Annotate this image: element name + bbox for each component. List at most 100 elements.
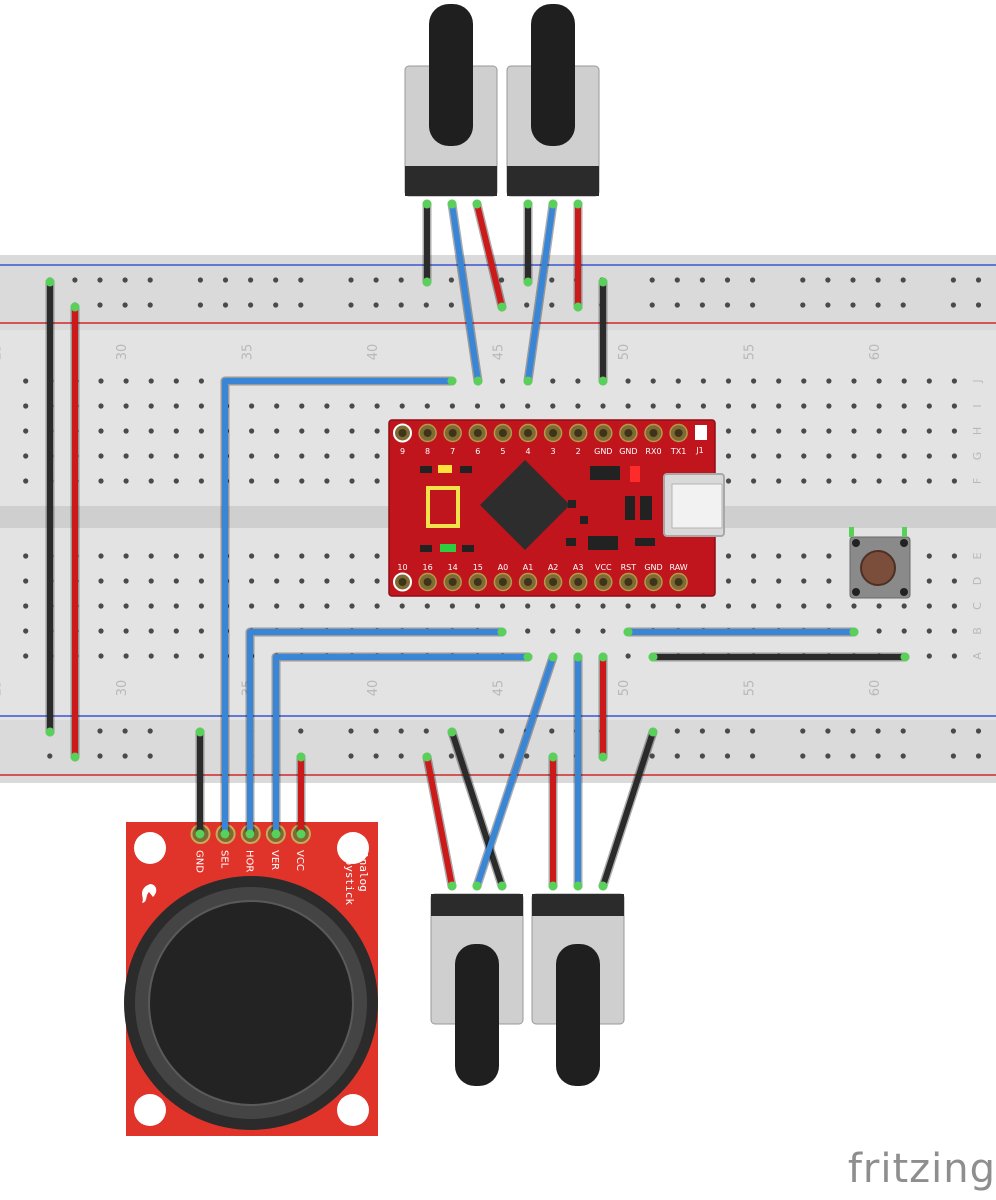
breadboard-hole [123,403,129,409]
breadboard-hole [901,378,907,384]
column-number: 55 [743,344,758,361]
column-number: 60 [868,344,883,361]
rail-hole [950,302,957,308]
wire-end [447,376,457,386]
pin-hole [473,578,482,586]
pin-hole [649,578,658,586]
breadboard-hole [173,553,179,559]
rail-hole [649,277,655,283]
smd-part [568,500,576,508]
rail-hole [122,277,128,283]
pin-label: GND [619,447,637,456]
breadboard-hole [650,378,656,384]
wire-end [70,302,80,312]
breadboard-hole [751,553,757,559]
pin-label: A3 [573,563,584,572]
breadboard-hole [951,603,958,609]
rail-hole [750,728,756,734]
breadboard-hole [625,403,631,409]
pin-label: A1 [523,563,534,572]
breadboard-hole [23,628,29,634]
breadboard-hole [675,378,681,384]
breadboard-hole [349,578,355,584]
rail-hole [549,277,555,283]
breadboard-hole [98,378,104,384]
breadboard-hole [173,453,179,459]
smd-part [566,538,576,546]
breadboard-hole [801,378,807,384]
rail-hole [750,277,756,283]
rail-hole [850,277,856,283]
breadboard-hole [500,378,506,384]
breadboard-hole [500,603,506,609]
rail-hole [800,277,806,283]
breadboard-hole [600,628,606,634]
breadboard-hole [123,578,129,584]
breadboard-hole [148,628,154,634]
rail-hole [549,728,555,734]
smd-part [640,496,652,520]
rail-hole [248,302,254,308]
breadboard-hole [123,378,129,384]
sparkfun-flame-icon [142,884,157,903]
breadboard-hole [926,603,932,609]
breadboard-hole [23,553,29,559]
breadboard-hole [876,628,882,634]
pin-label: A2 [548,563,559,572]
smd-part [462,545,474,552]
breadboard-hole [198,653,204,659]
rail-hole [499,728,505,734]
breadboard-hole [926,403,932,409]
breadboard-hole [801,553,807,559]
pin-hole [599,429,608,437]
breadboard-hole [274,453,280,459]
breadboard-hole [725,403,732,409]
wire-end [497,881,507,891]
rail-hole [273,277,279,283]
breadboard-hole [801,403,807,409]
pin-hole [398,429,407,437]
row-letter: H [971,427,984,435]
wire-end [523,277,533,287]
rail-hole [875,728,881,734]
breadboard-hole [550,378,556,384]
wire-end [472,199,482,209]
rail-hole [975,277,982,283]
breadboard-hole [374,478,380,484]
breadboard-hole [700,403,707,409]
breadboard-hole [926,628,932,634]
pin-label: 14 [448,563,458,572]
breadboard-hole [876,478,882,484]
rail-hole [398,728,404,734]
pin-hole [398,578,407,586]
pin-hole [549,429,558,437]
breadboard-hole [725,453,732,459]
breadboard-hole [123,553,129,559]
breadboard-hole [876,453,882,459]
rail-hole [674,728,680,734]
pin-label: 15 [473,563,483,572]
wire-end [70,752,80,762]
breadboard-hole [901,603,907,609]
column-number: 45 [492,344,507,361]
wire-end [422,752,432,762]
joystick-pin-label: SEL [219,850,230,869]
breadboard-hole [23,578,29,584]
pin-label: 6 [475,447,480,456]
row-letter: A [971,652,984,660]
rail-hole [298,277,304,283]
rail-hole [699,728,706,734]
wire-end [548,752,558,762]
rail-hole [448,753,454,759]
breadboard-hole [324,578,330,584]
joystick-pin-label: HOR [244,850,255,872]
breadboard-hole [826,378,832,384]
breadboard-hole [148,578,154,584]
rail-hole [273,302,279,308]
breadboard-hole [349,478,355,484]
breadboard-hole [324,553,330,559]
breadboard-hole [374,428,380,434]
breadboard-hole [525,603,531,609]
pin-hole [524,429,532,437]
